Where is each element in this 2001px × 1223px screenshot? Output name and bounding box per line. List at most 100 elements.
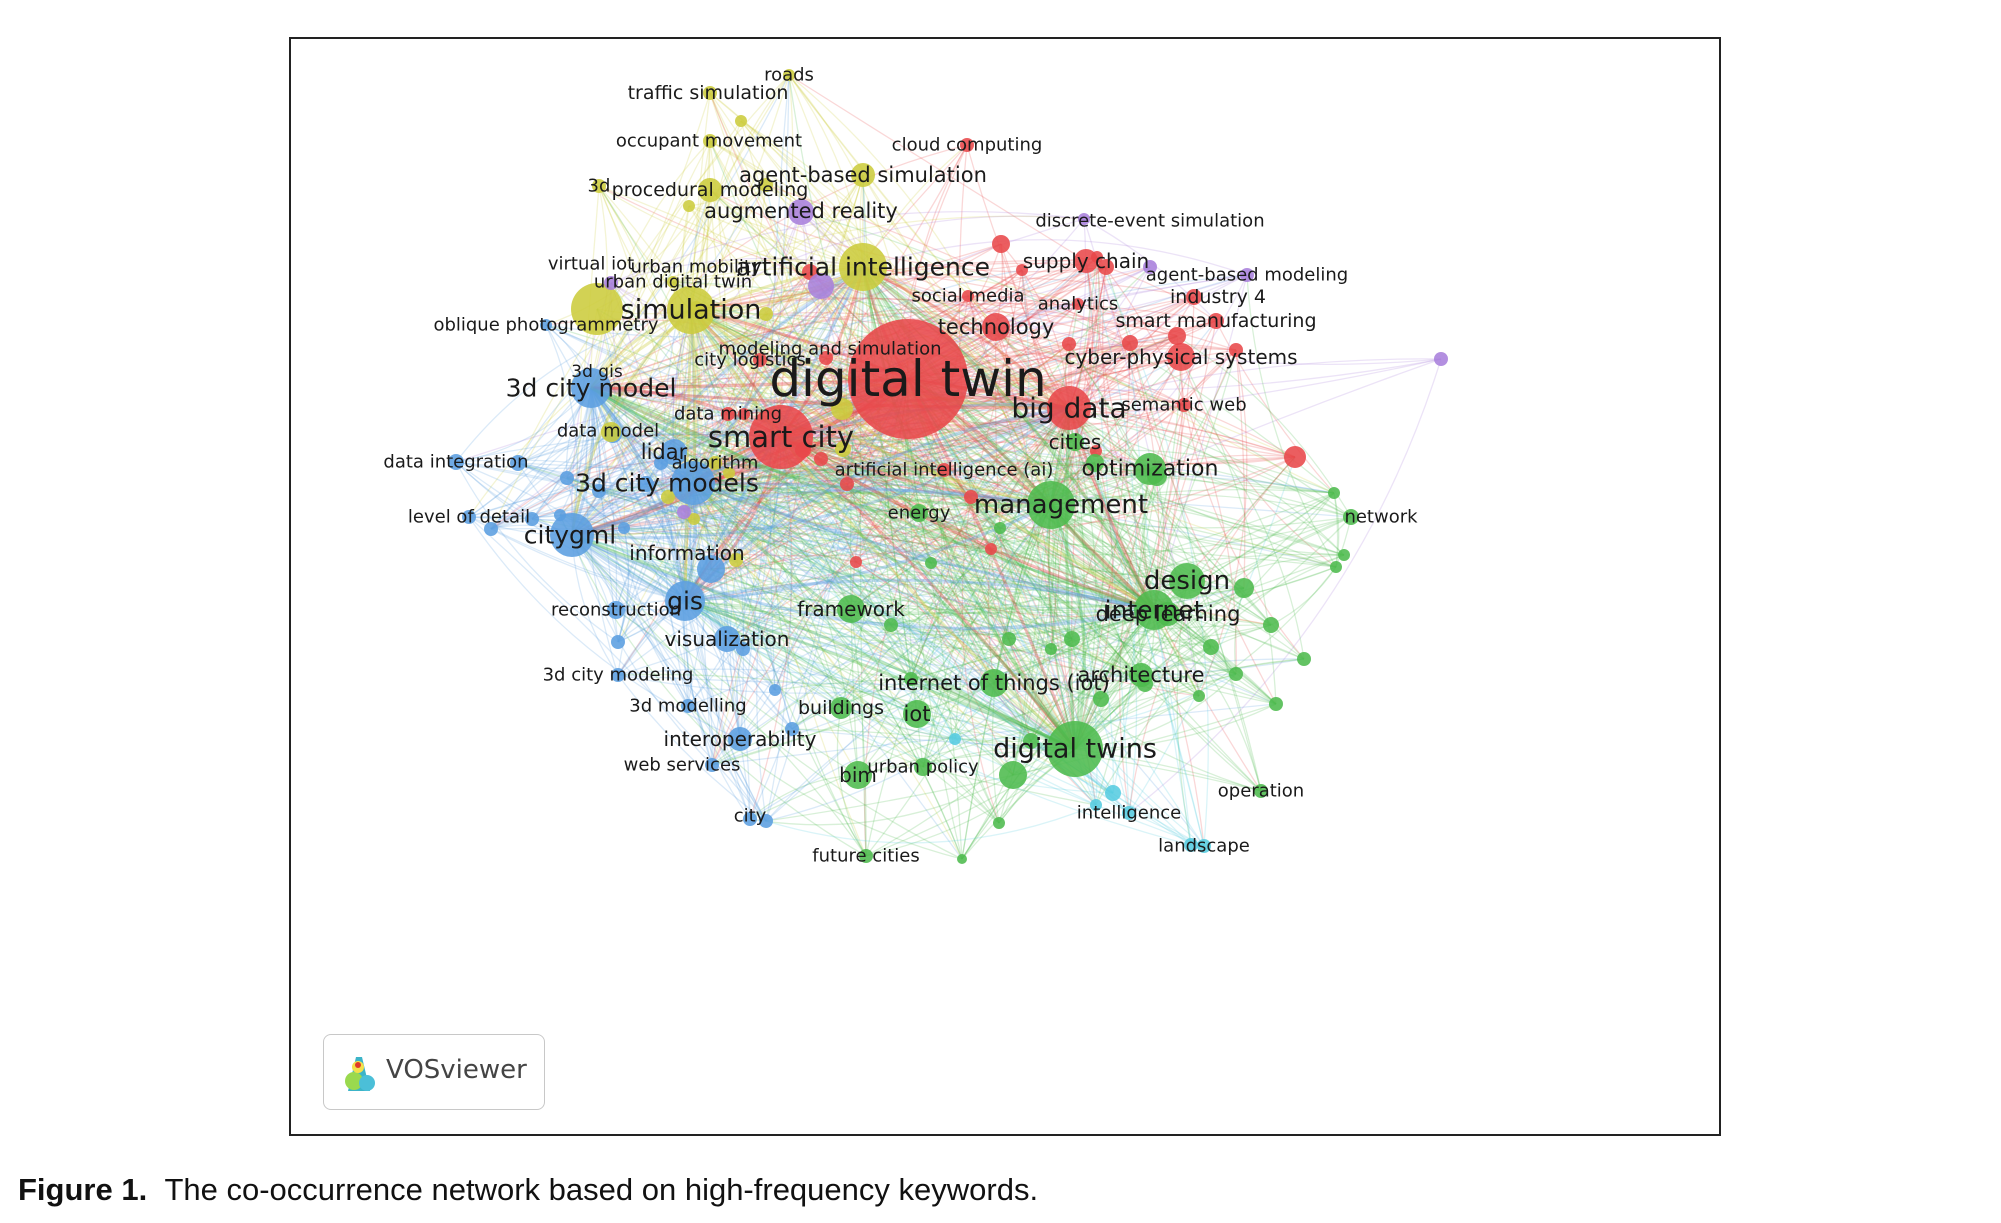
keyword-node[interactable]	[1047, 721, 1103, 777]
keyword-node[interactable]	[1047, 386, 1091, 430]
keyword-node[interactable]	[783, 69, 795, 81]
keyword-label[interactable]: architecture	[1077, 663, 1204, 687]
keyword-node[interactable]	[1129, 663, 1153, 687]
keyword-node[interactable]	[962, 290, 974, 302]
keyword-node[interactable]	[830, 697, 852, 719]
keyword-label[interactable]: cities	[1049, 430, 1102, 454]
keyword-node-unlabeled[interactable]	[1234, 578, 1254, 598]
keyword-label[interactable]: artificial intelligence (ai)	[835, 460, 1054, 481]
keyword-label[interactable]: artificial intelligence	[736, 253, 990, 282]
keyword-node-unlabeled[interactable]	[759, 814, 773, 828]
keyword-node[interactable]	[960, 138, 974, 152]
keyword-label[interactable]: social media	[911, 286, 1024, 307]
keyword-label[interactable]: design	[1144, 566, 1230, 596]
keyword-node[interactable]	[1197, 839, 1211, 853]
keyword-node-unlabeled[interactable]	[611, 635, 625, 649]
keyword-node[interactable]	[1169, 563, 1205, 599]
keyword-node-unlabeled[interactable]	[1098, 259, 1114, 275]
keyword-label[interactable]: 3d gis	[571, 362, 623, 382]
keyword-node[interactable]	[859, 849, 873, 863]
keyword-node[interactable]	[604, 276, 618, 290]
keyword-label[interactable]: augmented reality	[704, 199, 898, 223]
keyword-node[interactable]	[753, 353, 767, 367]
keyword-label[interactable]: citygml	[524, 521, 616, 550]
keyword-label[interactable]: cloud computing	[892, 135, 1043, 156]
keyword-node-unlabeled[interactable]	[735, 115, 747, 127]
keyword-node-unlabeled[interactable]	[759, 307, 773, 321]
keyword-node[interactable]	[698, 178, 722, 202]
keyword-label[interactable]: reconstruction	[551, 600, 681, 621]
keyword-node-unlabeled[interactable]	[1193, 690, 1205, 702]
keyword-label[interactable]: virtual iot	[548, 254, 634, 275]
keyword-node-unlabeled[interactable]	[769, 684, 781, 696]
keyword-node-unlabeled[interactable]	[1338, 549, 1350, 561]
keyword-label[interactable]: city logistics	[694, 350, 805, 371]
keyword-label[interactable]: modeling and simulation	[718, 339, 941, 360]
keyword-node-unlabeled[interactable]	[484, 522, 498, 536]
keyword-node[interactable]	[721, 407, 735, 421]
keyword-node-unlabeled[interactable]	[1062, 337, 1076, 351]
keyword-label[interactable]: visualization	[665, 627, 790, 651]
keyword-node-unlabeled[interactable]	[618, 522, 630, 534]
keyword-node-unlabeled[interactable]	[1434, 352, 1448, 366]
keyword-node[interactable]	[839, 243, 887, 291]
keyword-node[interactable]	[708, 456, 722, 470]
keyword-label[interactable]: supply chain	[1023, 249, 1149, 273]
keyword-node-unlabeled[interactable]	[1078, 213, 1090, 225]
keyword-label[interactable]: urban digital twin	[594, 272, 752, 293]
keyword-node[interactable]	[749, 405, 813, 469]
keyword-label[interactable]: procedural modeling	[612, 179, 809, 201]
keyword-node-unlabeled[interactable]	[688, 513, 700, 525]
keyword-node[interactable]	[705, 758, 719, 772]
keyword-node-unlabeled[interactable]	[1263, 617, 1279, 633]
keyword-node[interactable]	[937, 463, 951, 477]
keyword-node[interactable]	[743, 812, 757, 826]
keyword-label[interactable]: energy	[888, 503, 951, 524]
keyword-node-unlabeled[interactable]	[964, 490, 978, 504]
keyword-node-unlabeled[interactable]	[1090, 445, 1102, 457]
keyword-label[interactable]: 3d modelling	[629, 696, 746, 717]
keyword-label[interactable]: data integration	[383, 452, 528, 473]
keyword-node-unlabeled[interactable]	[1016, 264, 1028, 276]
keyword-node[interactable]	[462, 510, 476, 524]
keyword-node-unlabeled[interactable]	[1330, 561, 1342, 573]
keyword-label[interactable]: intelligence	[1077, 803, 1181, 824]
keyword-node-unlabeled[interactable]	[1122, 335, 1138, 351]
keyword-node[interactable]	[1066, 433, 1084, 451]
keyword-node-unlabeled[interactable]	[1105, 785, 1121, 801]
keyword-label[interactable]: lidar	[641, 440, 688, 464]
keyword-node-unlabeled[interactable]	[723, 467, 735, 479]
keyword-node[interactable]	[910, 504, 928, 522]
keyword-node-unlabeled[interactable]	[785, 722, 799, 736]
keyword-node[interactable]	[837, 595, 865, 623]
keyword-label[interactable]: semantic web	[1121, 395, 1246, 416]
keyword-node-unlabeled[interactable]	[510, 455, 526, 471]
keyword-label[interactable]: agent-based simulation	[739, 163, 987, 187]
keyword-node[interactable]	[1074, 249, 1098, 273]
keyword-label[interactable]: city	[734, 806, 767, 827]
keyword-node[interactable]	[690, 301, 702, 313]
keyword-label[interactable]: network	[1344, 507, 1418, 528]
keyword-node[interactable]	[1122, 806, 1136, 820]
keyword-node[interactable]	[980, 669, 1008, 697]
keyword-node[interactable]	[851, 163, 875, 187]
keyword-node[interactable]	[831, 398, 853, 420]
keyword-label[interactable]: iot	[904, 702, 931, 726]
keyword-node[interactable]	[665, 581, 705, 621]
keyword-node-unlabeled[interactable]	[808, 273, 834, 299]
keyword-label[interactable]: roads	[764, 65, 814, 86]
keyword-label[interactable]: information	[629, 541, 744, 565]
keyword-node[interactable]	[848, 319, 968, 439]
keyword-node[interactable]	[1167, 343, 1195, 371]
keyword-label[interactable]: 3d	[588, 176, 611, 197]
keyword-node[interactable]	[697, 555, 725, 583]
keyword-node-unlabeled[interactable]	[884, 618, 898, 632]
keyword-node-unlabeled[interactable]	[904, 672, 918, 686]
keyword-node-unlabeled[interactable]	[1168, 327, 1186, 345]
keyword-label[interactable]: bim	[839, 763, 877, 787]
keyword-label[interactable]: technology	[938, 315, 1055, 339]
keyword-node-unlabeled[interactable]	[592, 484, 606, 498]
keyword-label[interactable]: smart manufacturing	[1115, 310, 1316, 332]
keyword-node-unlabeled[interactable]	[814, 452, 828, 466]
